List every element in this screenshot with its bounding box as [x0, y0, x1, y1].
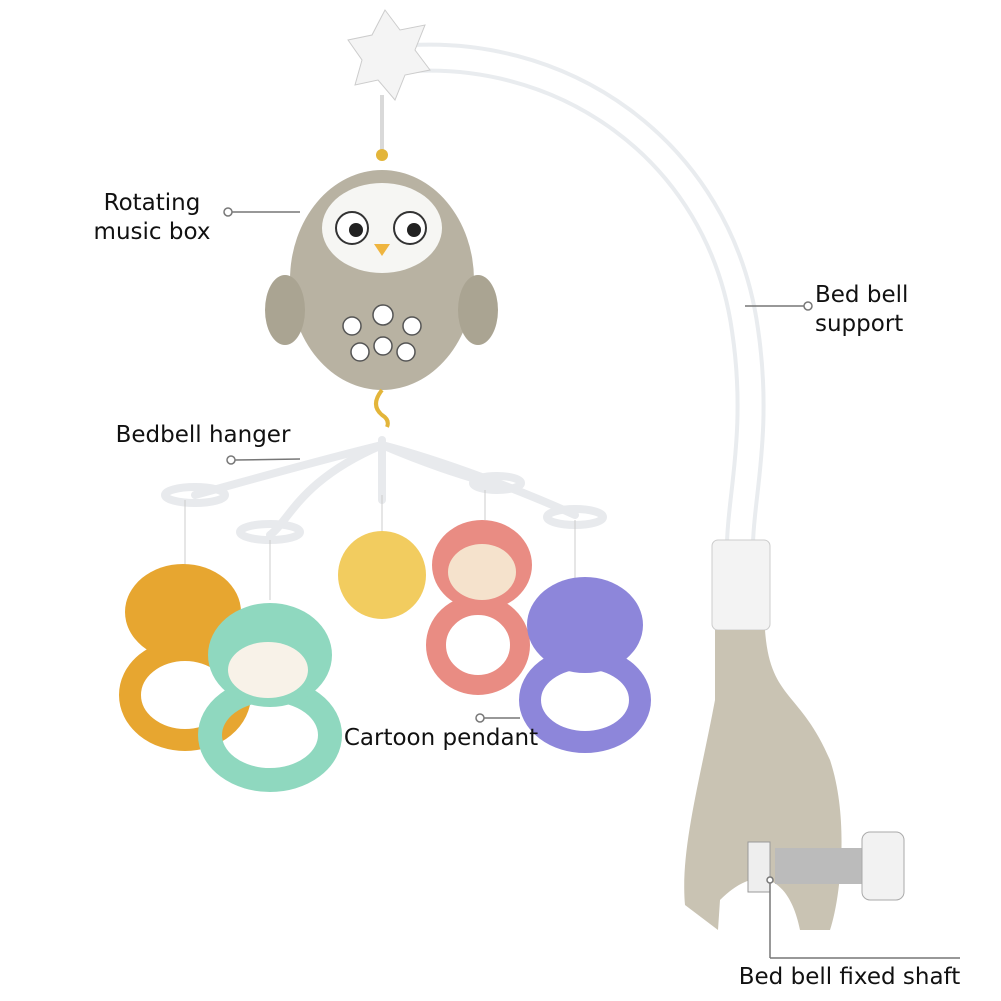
label-line: music box — [93, 219, 211, 245]
owl-music-box — [265, 95, 498, 428]
label-line: Bed bell — [815, 282, 909, 308]
pink-monkey-pendant — [426, 490, 532, 695]
label-rotating-music-box: Rotating music box — [88, 189, 216, 247]
bedbell-hanger — [161, 436, 607, 544]
ball-pendant — [338, 495, 426, 619]
label-bed-bell-fixed-shaft: Bed bell fixed shaft — [738, 964, 961, 990]
purple-bear-pendant — [519, 520, 651, 753]
mint-bear-pendant — [198, 540, 342, 792]
label-cartoon-pendant: Cartoon pendant — [343, 725, 539, 751]
leader-lines — [223, 207, 960, 959]
bed-bell-clamp — [684, 630, 905, 930]
label-line: support — [815, 311, 904, 337]
label-bedbell-hanger: Bedbell hanger — [115, 422, 291, 448]
bed-bell-support-arm — [375, 42, 771, 631]
label-bed-bell-support: Bed bell support — [815, 281, 919, 339]
label-line: Rotating — [103, 190, 201, 216]
star-clip-icon — [347, 9, 431, 101]
